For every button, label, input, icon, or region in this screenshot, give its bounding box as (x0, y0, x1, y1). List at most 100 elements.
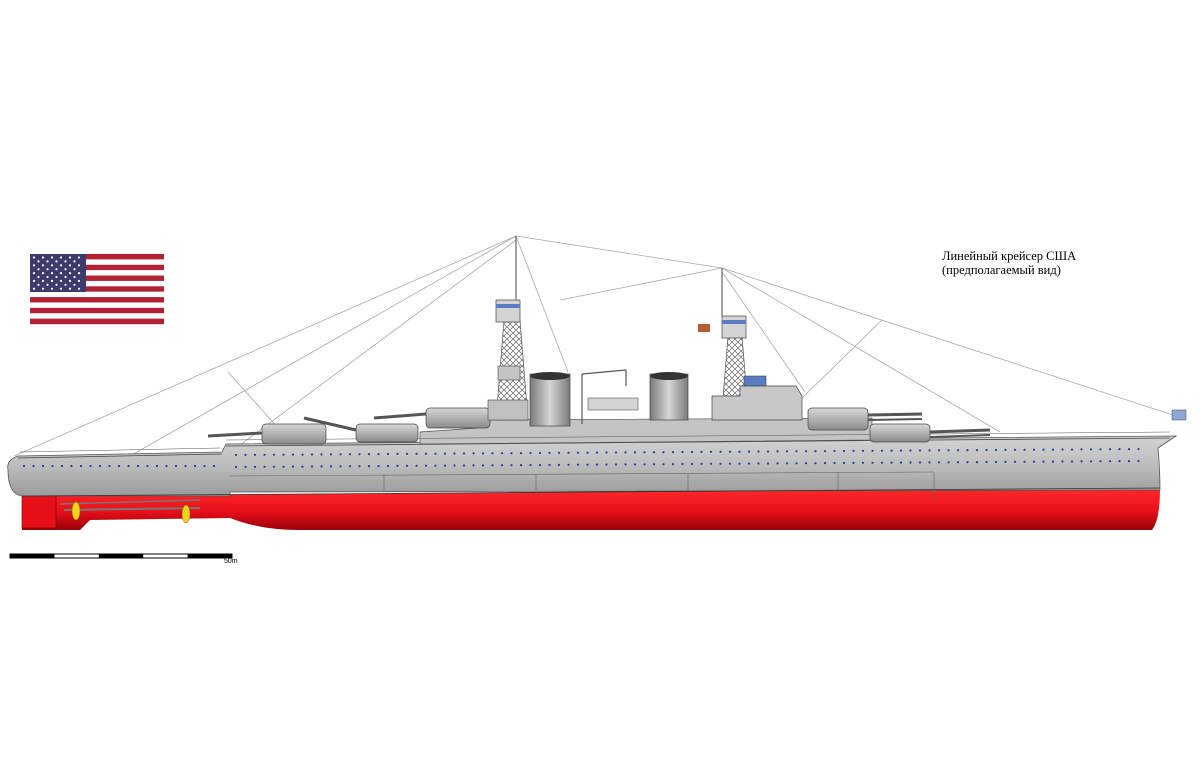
boat-crane (581, 369, 639, 424)
porthole (595, 451, 599, 454)
porthole (1004, 448, 1007, 451)
flag-star (59, 279, 63, 282)
flag-star (37, 283, 40, 286)
porthole (576, 463, 580, 466)
porthole (377, 465, 380, 468)
porthole (738, 462, 741, 465)
porthole (358, 453, 361, 456)
porthole (614, 451, 618, 454)
flag-stripe (30, 254, 164, 260)
porthole (108, 464, 111, 468)
porthole (852, 449, 855, 452)
porthole (671, 463, 675, 466)
caption-title: Линейный крейсер США (942, 249, 1077, 263)
porthole (519, 464, 523, 467)
flag-star (37, 260, 40, 263)
flag-star (41, 287, 45, 290)
flag-star (32, 287, 36, 290)
porthole (776, 450, 779, 453)
porthole (310, 453, 314, 456)
scale-bar (9, 553, 233, 559)
porthole (700, 462, 703, 465)
porthole (1004, 460, 1007, 463)
hull-red-underbody (22, 488, 1160, 530)
flag-star (73, 283, 76, 286)
porthole (918, 449, 922, 452)
propeller-fwd (181, 504, 191, 524)
porthole (51, 464, 54, 468)
porthole (909, 461, 912, 464)
porthole (567, 463, 570, 466)
porthole (320, 453, 323, 456)
flag-stripe (30, 286, 164, 292)
flag-star (73, 268, 76, 271)
porthole (1023, 448, 1026, 451)
porthole (453, 464, 456, 467)
porthole (956, 449, 960, 452)
porthole (700, 450, 703, 453)
porthole (41, 464, 45, 468)
porthole (272, 453, 276, 456)
flag-star (73, 260, 76, 263)
porthole (234, 465, 238, 469)
porthole (1042, 460, 1045, 463)
porthole (500, 452, 504, 455)
porthole (947, 461, 950, 464)
flag-stripe (30, 275, 164, 282)
porthole (614, 463, 618, 466)
porthole (861, 461, 865, 464)
flag-star (50, 287, 54, 290)
flag-star (32, 256, 36, 259)
flag-stripe (30, 259, 164, 265)
flag-star (41, 256, 45, 259)
porthole (405, 464, 409, 467)
porthole (244, 465, 247, 468)
porthole (548, 451, 551, 454)
porthole (263, 453, 266, 456)
portholes (22, 447, 1140, 469)
porthole (234, 453, 238, 457)
flag-star (32, 272, 36, 275)
flag-star (77, 272, 81, 275)
flag-star (32, 264, 36, 267)
porthole (624, 463, 627, 466)
porthole (766, 462, 770, 465)
flag-star (46, 283, 49, 286)
porthole (1089, 448, 1093, 451)
porthole (1099, 460, 1102, 463)
flag-star (68, 256, 72, 259)
flag-stripe (30, 307, 164, 314)
flag-star (64, 260, 67, 263)
porthole (472, 452, 475, 455)
porthole (576, 451, 580, 454)
scale-segment (187, 554, 232, 558)
porthole (719, 462, 722, 465)
porthole (747, 450, 751, 453)
porthole (1061, 448, 1064, 451)
flag-stripe (30, 313, 164, 319)
porthole (184, 464, 187, 468)
flag-stripe (30, 291, 164, 298)
porthole (89, 464, 92, 468)
flag-star (32, 279, 36, 282)
flag-star (55, 283, 58, 286)
porthole (605, 451, 608, 454)
flag-star (64, 275, 67, 279)
mast-ensign (698, 324, 710, 332)
hull-gray-topsides (7, 435, 1178, 497)
flag-stripe (30, 264, 164, 271)
porthole (956, 461, 960, 464)
flag-stripe (30, 270, 164, 276)
porthole (947, 449, 950, 452)
porthole (795, 450, 798, 453)
porthole (871, 449, 874, 452)
flag-star (50, 256, 54, 259)
porthole (301, 453, 304, 456)
turret-b (807, 407, 923, 431)
porthole (339, 453, 342, 456)
porthole (301, 465, 304, 468)
porthole (690, 462, 694, 466)
porthole (1070, 460, 1074, 463)
scale-segment (98, 554, 144, 558)
